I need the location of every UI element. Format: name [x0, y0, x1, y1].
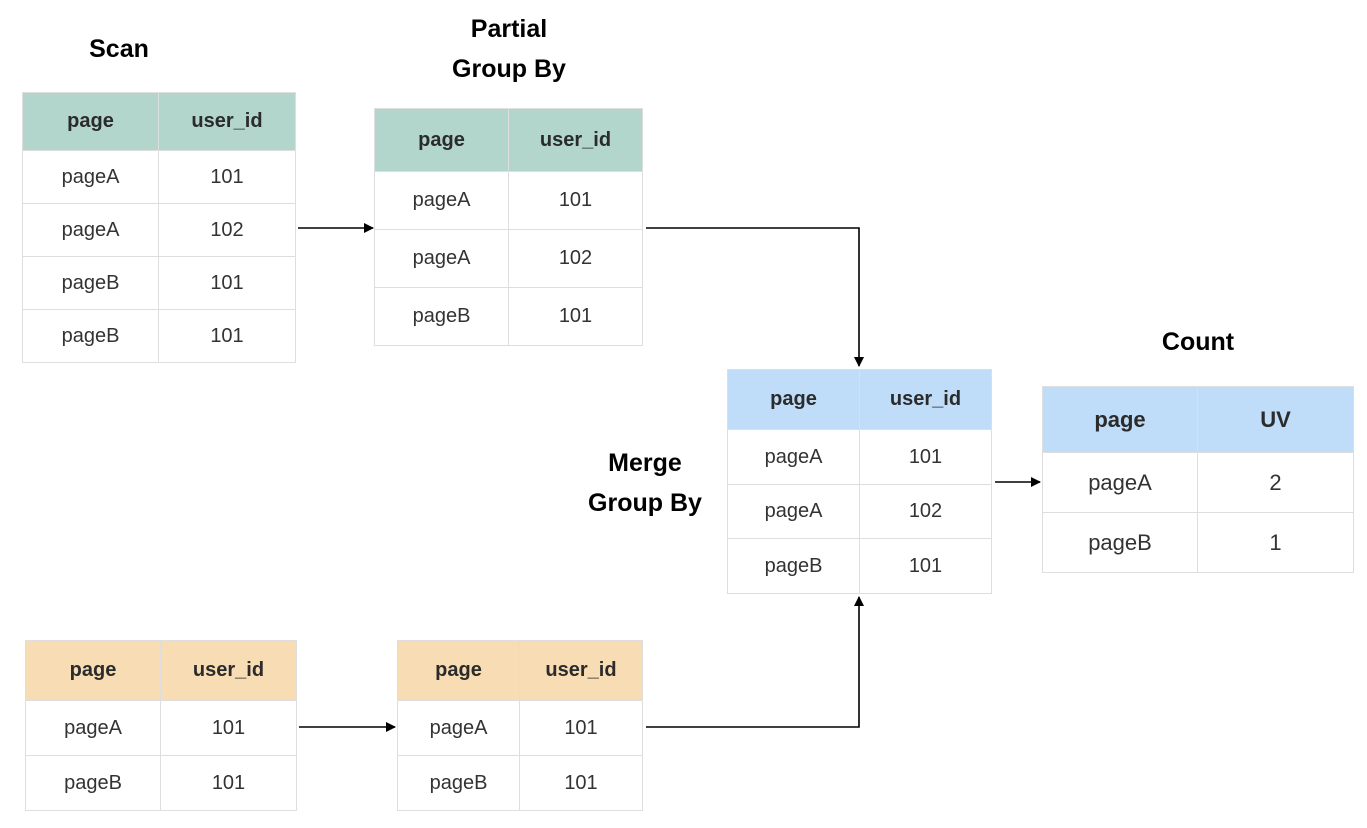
partial-label-line1: Partial — [470, 15, 548, 43]
cell-page: pageB — [1042, 512, 1198, 573]
arrow-bottom-partial-to-merge — [646, 596, 864, 728]
cell-user-id: 102 — [859, 484, 992, 539]
merge-label-line2: Group By — [588, 489, 702, 517]
cell-user-id: 101 — [859, 538, 992, 594]
column-header-user-id: user_id — [508, 108, 643, 172]
column-header-user-id: user_id — [160, 640, 297, 701]
cell-page: pageB — [727, 538, 860, 594]
column-header-page: page — [22, 92, 159, 151]
count-label: Count — [1161, 328, 1235, 356]
partial-group-by-label: Partial Group By — [430, 9, 588, 89]
column-header-page: page — [397, 640, 520, 701]
cell-uv: 1 — [1197, 512, 1354, 573]
partial-label-line2: Group By — [452, 55, 566, 83]
cell-user-id: 101 — [158, 256, 296, 310]
table-header-row: page UV — [1042, 386, 1354, 453]
cell-user-id: 101 — [519, 700, 643, 756]
cell-uv: 2 — [1197, 452, 1354, 513]
column-header-user-id: user_id — [158, 92, 296, 151]
cell-user-id: 101 — [508, 171, 643, 230]
cell-user-id: 101 — [158, 150, 296, 204]
cell-page: pageA — [22, 150, 159, 204]
column-header-uv: UV — [1197, 386, 1354, 453]
cell-user-id: 101 — [508, 287, 643, 346]
merge-group-by-label: Merge Group By — [570, 443, 720, 523]
cell-page: pageA — [374, 229, 509, 288]
table-header-row: page user_id — [25, 640, 297, 701]
cell-user-id: 101 — [160, 700, 297, 756]
cell-page: pageA — [1042, 452, 1198, 513]
cell-page: pageB — [25, 755, 161, 811]
cell-page: pageB — [22, 256, 159, 310]
arrow-partial-to-merge — [646, 227, 864, 367]
column-header-page: page — [374, 108, 509, 172]
merge-label-line1: Merge — [608, 449, 682, 477]
cell-page: pageB — [22, 309, 159, 363]
table-header-row: page user_id — [22, 92, 296, 151]
table-header-row: page user_id — [397, 640, 643, 701]
cell-user-id: 101 — [160, 755, 297, 811]
cell-page: pageA — [727, 429, 860, 485]
cell-page: pageB — [397, 755, 520, 811]
column-header-user-id: user_id — [859, 369, 992, 430]
column-header-page: page — [25, 640, 161, 701]
cell-user-id: 102 — [158, 203, 296, 257]
cell-user-id: 101 — [158, 309, 296, 363]
column-header-page: page — [1042, 386, 1198, 453]
scan-label: Scan — [89, 35, 149, 63]
cell-page: pageA — [22, 203, 159, 257]
cell-user-id: 101 — [859, 429, 992, 485]
cell-user-id: 101 — [519, 755, 643, 811]
table-header-row: page user_id — [727, 369, 992, 430]
table-header-row: page user_id — [374, 108, 643, 172]
column-header-page: page — [727, 369, 860, 430]
